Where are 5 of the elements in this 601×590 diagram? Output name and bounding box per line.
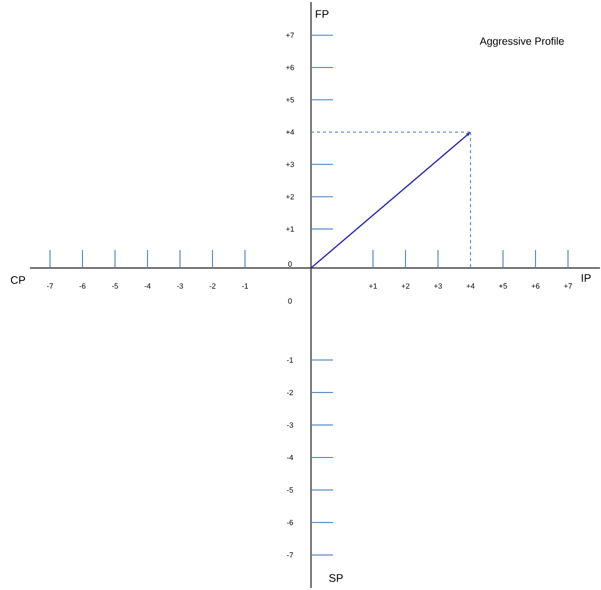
axis-label: IP (582, 274, 591, 282)
chart-title: Aggressive Profile (480, 37, 564, 47)
axis-label: FP (316, 10, 328, 18)
axis-label: SP (329, 574, 343, 582)
axis-label: CP (10, 276, 26, 284)
